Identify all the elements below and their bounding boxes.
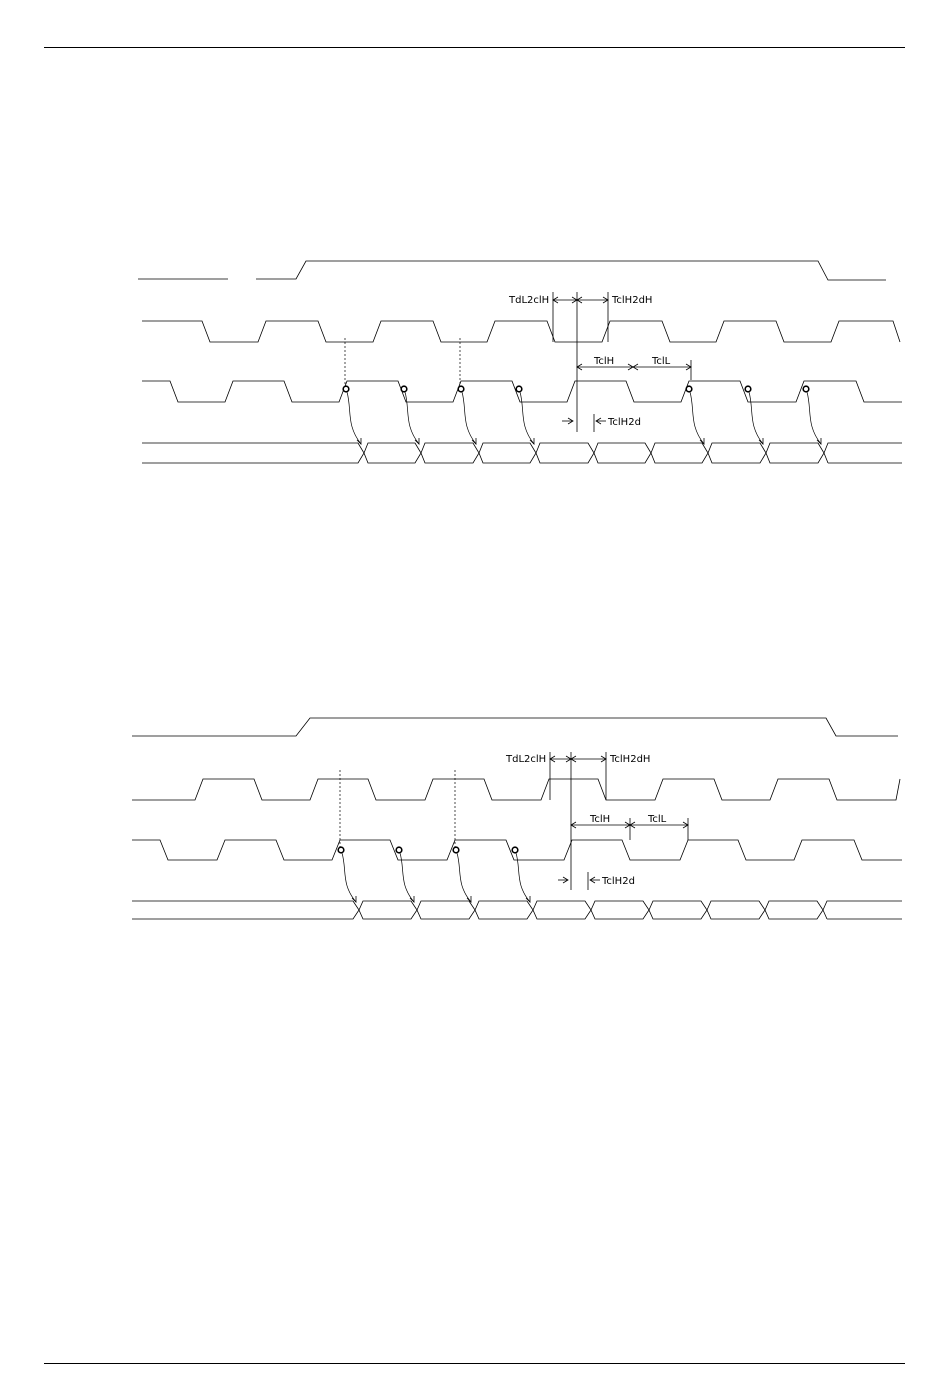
label-tclh2dh: TclH2dH bbox=[609, 754, 650, 765]
signal-clock-b bbox=[142, 381, 902, 402]
header-rule bbox=[44, 47, 905, 48]
label-tdl2clh: TdL2clH bbox=[508, 295, 549, 306]
signal-data-bus bbox=[142, 443, 902, 463]
label-tclh2d: TclH2d bbox=[607, 417, 641, 428]
signal-clock-a bbox=[132, 779, 900, 800]
label-tclh2dh: TclH2dH bbox=[611, 295, 652, 306]
signal-clock-a bbox=[142, 321, 900, 342]
label-tcll: TclL bbox=[651, 356, 671, 367]
label-tcll: TclL bbox=[647, 814, 667, 825]
transition-arrows bbox=[347, 392, 821, 444]
label-tclh: TclH bbox=[589, 814, 610, 825]
sample-points bbox=[343, 386, 809, 392]
signal-data-bus bbox=[132, 901, 902, 919]
signal-enable bbox=[132, 718, 898, 736]
signal-enable bbox=[138, 261, 886, 280]
timing-diagram-2: TdL2clH TclH2dH TclH TclL TclH2d bbox=[0, 700, 950, 940]
sample-points bbox=[338, 847, 518, 853]
label-tdl2clh: TdL2clH bbox=[505, 754, 546, 765]
timing-annotations: TdL2clH TclH2dH TclH TclL TclH2d bbox=[505, 752, 688, 890]
timing-annotations: TdL2clH TclH2dH TclH TclL TclH2d bbox=[508, 292, 691, 432]
timing-diagram-1: TdL2clH TclH2dH TclH TclL TclH2d bbox=[0, 240, 950, 480]
label-tclh2d: TclH2d bbox=[601, 876, 635, 887]
footer-rule bbox=[44, 1363, 905, 1364]
label-tclh: TclH bbox=[593, 356, 614, 367]
